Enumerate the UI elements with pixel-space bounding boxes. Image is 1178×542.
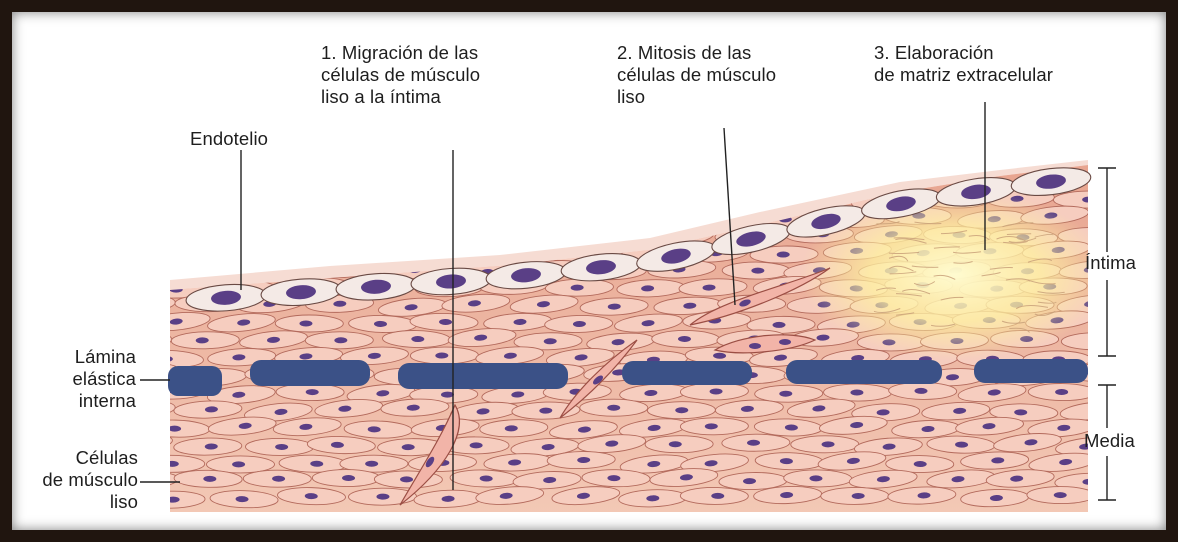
- cell-nucleus: [299, 320, 312, 326]
- cell-nucleus: [130, 267, 143, 273]
- smooth-muscle-cell: [106, 228, 174, 246]
- cell-nucleus: [716, 213, 729, 220]
- smooth-muscle-cell: [581, 191, 649, 209]
- smooth-muscle-cell: [173, 222, 242, 243]
- celulas-musculo-label: Células de músculo liso: [20, 447, 138, 513]
- cell-nucleus: [298, 213, 311, 219]
- smooth-muscle-cell: [140, 246, 208, 264]
- step3-matrix-label: 3. Elaboración de matriz extracelular: [874, 42, 1053, 86]
- smooth-muscle-cell: [513, 226, 582, 247]
- cell-nucleus: [166, 461, 179, 467]
- cell-nucleus: [535, 196, 548, 202]
- smooth-muscle-cell: [510, 190, 578, 209]
- lamina-elastica-label: Lámina elástica interna: [36, 346, 136, 412]
- smooth-muscle-cell: [380, 189, 448, 208]
- smooth-muscle-cell: [105, 261, 173, 279]
- cell-nucleus: [1090, 407, 1104, 414]
- cell-nucleus: [748, 195, 761, 202]
- smooth-muscle-cell: [445, 223, 514, 247]
- smooth-muscle-cell: [278, 243, 346, 260]
- cell-nucleus: [822, 441, 835, 447]
- cell-nucleus: [470, 442, 483, 448]
- cell-nucleus: [336, 230, 349, 237]
- intima-label: Íntima: [1085, 252, 1136, 274]
- smooth-muscle-cell: [173, 188, 242, 211]
- smooth-muscle-cell: [107, 294, 176, 315]
- smooth-muscle-cell: [416, 211, 484, 228]
- smooth-muscle-cell: [342, 210, 410, 228]
- cell-nucleus: [672, 199, 685, 206]
- cell-nucleus: [373, 249, 386, 255]
- cell-nucleus: [235, 247, 248, 253]
- cell-nucleus: [407, 195, 420, 201]
- cell-nucleus: [131, 197, 144, 204]
- cell-nucleus: [403, 230, 416, 237]
- cell-nucleus: [439, 248, 452, 255]
- smooth-muscle-cell: [379, 223, 448, 243]
- cell-nucleus: [138, 301, 151, 308]
- media-label: Media: [1084, 430, 1135, 452]
- cell-nucleus: [507, 212, 520, 219]
- cell-nucleus: [1089, 233, 1102, 239]
- cell-nucleus: [607, 405, 620, 411]
- smooth-muscle-cell: [311, 188, 380, 207]
- smooth-muscle-cell: [613, 208, 682, 232]
- cell-nucleus: [131, 234, 144, 240]
- cell-nucleus: [337, 195, 350, 201]
- smooth-muscle-cell: [144, 207, 213, 227]
- cell-nucleus: [365, 461, 378, 467]
- cell-nucleus: [1054, 492, 1067, 498]
- cell-nucleus: [232, 461, 245, 467]
- cell-nucleus: [139, 369, 152, 376]
- cell-nucleus: [1090, 338, 1103, 344]
- cell-nucleus: [172, 213, 185, 220]
- smooth-muscle-cell: [242, 189, 311, 210]
- cell-nucleus: [135, 439, 148, 446]
- cell-nucleus: [575, 214, 588, 220]
- smooth-muscle-cell: [344, 243, 412, 261]
- cell-nucleus: [201, 229, 214, 236]
- cell-nucleus: [475, 231, 489, 238]
- cell-nucleus: [1087, 370, 1100, 376]
- smooth-muscle-cell: [237, 223, 306, 245]
- endotelio-label: Endotelio: [190, 128, 268, 150]
- smooth-muscle-cell: [646, 192, 715, 212]
- cell-nucleus: [640, 216, 654, 223]
- cell-nucleus: [544, 233, 557, 240]
- smooth-muscle-cell: [1061, 332, 1129, 350]
- cell-nucleus: [474, 195, 487, 201]
- cell-nucleus: [171, 252, 184, 258]
- cell-nucleus: [610, 232, 623, 239]
- cell-nucleus: [607, 197, 620, 203]
- step1-migration-label: 1. Migración de las células de músculo l…: [321, 42, 480, 108]
- cell-nucleus: [506, 248, 519, 254]
- step2-mitosis-label: 2. Mitosis de las células de músculo lis…: [617, 42, 776, 108]
- cell-nucleus: [272, 196, 285, 203]
- cell-nucleus: [272, 476, 285, 482]
- smooth-muscle-cell: [274, 208, 342, 225]
- cell-nucleus: [307, 249, 320, 255]
- smooth-muscle-cell: [105, 189, 174, 212]
- smooth-muscle-cell: [312, 222, 381, 244]
- smooth-muscle-cell: [545, 208, 613, 226]
- cell-nucleus: [445, 216, 458, 222]
- cell-nucleus: [204, 196, 218, 203]
- smooth-muscle-cell: [480, 205, 549, 226]
- cell-nucleus: [373, 216, 386, 222]
- cell-nucleus: [263, 231, 276, 238]
- cell-nucleus: [197, 265, 210, 272]
- cell-nucleus: [342, 475, 355, 481]
